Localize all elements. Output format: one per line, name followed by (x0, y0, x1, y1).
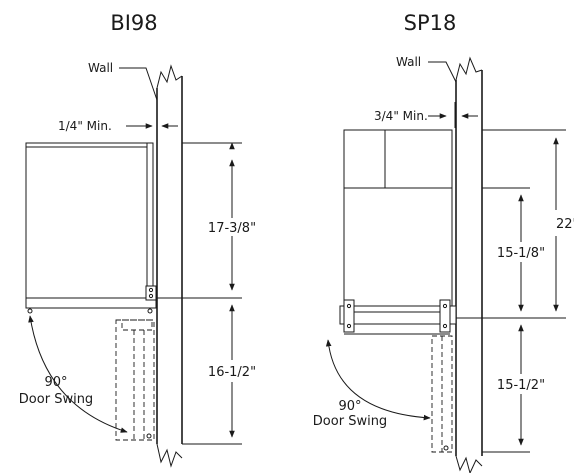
sp18-appliance (339, 129, 457, 335)
bi98-upper-dimension: 17-3/8" (208, 221, 256, 236)
sp18-wall-label: Wall (396, 55, 421, 69)
bi98-swing-arc (28, 315, 128, 433)
bi98-diagram: BI98 Wall 1/4" Min. (19, 11, 256, 468)
sp18-swing-angle: 90° (338, 399, 361, 414)
bi98-swing-angle: 90° (44, 375, 67, 390)
sp18-upper-dimension: 15-1/8" (497, 246, 545, 261)
sp18-swing-arc (325, 339, 431, 421)
sp18-lower-dimension: 15-1/2" (497, 378, 545, 393)
bi98-door-swing-outline (115, 319, 155, 441)
bi98-wall (156, 64, 183, 468)
bi98-appliance (25, 142, 157, 314)
sp18-diagram: SP18 Wall 3/4" Min. (313, 11, 574, 473)
bi98-lower-dimension: 16-1/2" (208, 365, 256, 380)
sp18-door-swing-outline (431, 335, 453, 453)
bi98-clearance-label: 1/4" Min. (58, 119, 112, 133)
sp18-swing-label: Door Swing (313, 414, 387, 429)
bi98-title: BI98 (110, 11, 157, 35)
sp18-clearance-label: 3/4" Min. (374, 109, 428, 123)
sp18-wall (455, 56, 483, 473)
bi98-wall-label: Wall (88, 61, 113, 75)
bi98-swing-label: Door Swing (19, 392, 93, 407)
sp18-title: SP18 (404, 11, 457, 35)
sp18-overall-dimension: 22' (556, 217, 574, 232)
